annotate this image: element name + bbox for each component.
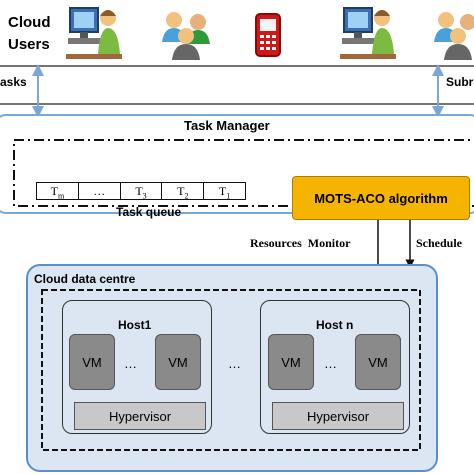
task-queue: Tm … T3 T2 T1 [36,182,246,200]
queue-cell: T2 [162,183,205,200]
user-at-computer-icon [66,7,122,59]
host-1 [62,300,212,434]
schedule-label: Schedule [416,236,463,250]
queue-cell: T1 [218,184,231,201]
task-manager-title: Task Manager [184,118,270,133]
hypervisor-n: Hypervisor [272,402,404,430]
cloud-data-centre-title: Cloud data centre [34,272,136,286]
hypervisor-1: Hypervisor [74,402,206,430]
vm-ellipsis: … [324,356,337,371]
task-queue-label: Task queue [116,205,182,219]
submit-label: Subr [446,75,474,89]
vm-n-2: VM [355,334,401,390]
queue-cell: T3 [121,183,163,200]
resources-monitor-label: Resources Monitor [250,236,351,250]
user-at-computer-icon [340,7,396,59]
vm-1-1: VM [69,334,115,390]
mots-aco-algorithm-box: MOTS-ACO algorithm [292,176,470,220]
host-ellipsis: … [228,356,241,371]
queue-cell: … [79,183,121,199]
vm-n-1: VM [268,334,314,390]
host-1-label: Host1 [118,318,152,332]
host-n [260,300,410,434]
mobile-phone-icon [255,13,281,57]
user-group-icon [162,12,210,60]
vm-ellipsis: … [124,356,137,371]
user-group-icon [434,12,474,60]
queue-cell: Tm [37,183,79,200]
tasks-label: asks [0,75,27,89]
host-n-label: Host n [316,318,354,332]
vm-1-2: VM [155,334,201,390]
cloud-users-label: Cloud Users [8,14,51,53]
